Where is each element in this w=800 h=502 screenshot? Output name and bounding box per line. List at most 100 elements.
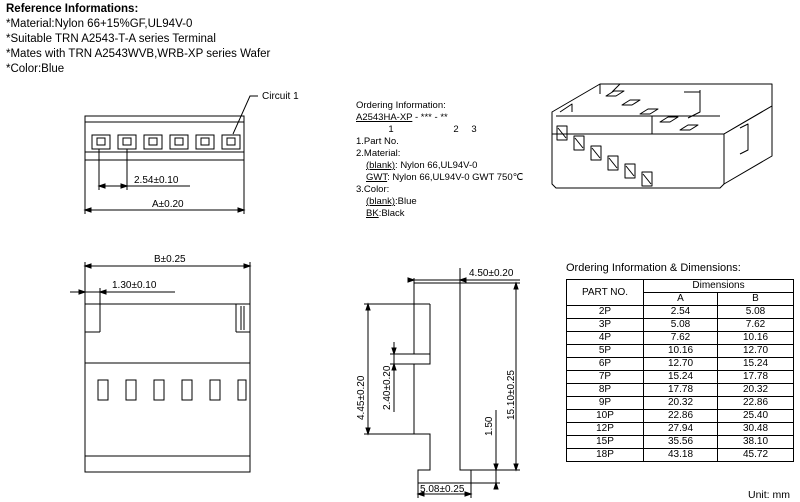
code-number: 2	[453, 124, 459, 135]
cell-dim-a: 17.78	[643, 383, 718, 397]
ordering-code-numbers: 1 2 3	[356, 124, 523, 136]
cell-part-no: 3P	[566, 318, 644, 332]
ordering-code: A2543HA-XP - *** - **	[356, 112, 523, 124]
cell-dim-b: 15.24	[717, 357, 794, 371]
reference-line: *Color:Blue	[6, 63, 65, 75]
isometric-view	[551, 83, 773, 189]
material-blank-key: (blank)	[366, 160, 396, 171]
cell-dim-a: 35.56	[643, 435, 718, 449]
cell-part-no: 15P	[566, 435, 644, 449]
top-view-cavities	[91, 134, 241, 150]
color-blank-value: :Blue	[395, 196, 417, 207]
col-header-a: A	[643, 292, 718, 306]
color-bk-value: :Black	[378, 208, 405, 219]
cell-dim-a: 12.70	[643, 357, 718, 371]
cell-part-no: 10P	[566, 409, 644, 423]
cell-dim-a: 10.16	[643, 344, 718, 358]
iso-front-windows	[556, 125, 653, 187]
cell-dim-b: 10.16	[717, 331, 794, 345]
color-bk-key: BK	[366, 208, 379, 219]
col-header-part: PART NO.	[566, 279, 644, 306]
color-option: BK:Black	[356, 208, 523, 220]
cell-dim-b: 12.70	[717, 344, 794, 358]
front-view	[70, 262, 252, 473]
ordering-title: Ordering Information:	[356, 100, 446, 111]
cell-dim-b: 45.72	[717, 448, 794, 462]
cell-dim-a: 15.24	[643, 370, 718, 384]
cell-dim-a: 22.86	[643, 409, 718, 423]
width-dim-label: 4.50±0.20	[469, 268, 514, 279]
total-height-dim-label: 15.10±0.25	[506, 370, 517, 420]
iso-top-slots	[605, 90, 699, 131]
reference-title: Reference Informations:	[6, 3, 139, 15]
reference-info: Reference Informations: *Material:Nylon …	[6, 2, 270, 77]
b-dim-label: B±0.25	[154, 254, 186, 265]
material-option: (blank): Nylon 66,UL94V-0	[356, 160, 523, 172]
cell-part-no: 6P	[566, 357, 644, 371]
side-view	[364, 268, 520, 498]
cell-dim-b: 17.78	[717, 370, 794, 384]
cell-dim-a: 7.62	[643, 331, 718, 345]
small-height-dim-label: 1.50	[484, 416, 495, 436]
a-dim-label: A±0.20	[152, 199, 184, 210]
part-no-line: 1.Part No.	[356, 136, 399, 147]
material-blank-value: : Nylon 66,UL94V-0	[395, 160, 478, 171]
cell-part-no: 12P	[566, 422, 644, 436]
cell-part-no: 7P	[566, 370, 644, 384]
table-title: Ordering Information & Dimensions:	[566, 262, 741, 274]
cell-part-no: 8P	[566, 383, 644, 397]
cell-dim-b: 30.48	[717, 422, 794, 436]
reference-line: *Suitable TRN A2543-T-A series Terminal	[6, 33, 216, 45]
material-gwt-value: : Nylon 66,UL94V-0 GWT 750℃	[387, 172, 524, 183]
top-view	[83, 95, 258, 214]
pitch-dim-label: 2.54±0.10	[134, 175, 179, 186]
reference-line: *Material:Nylon 66+15%GF,UL94V-0	[6, 18, 193, 30]
height-outer-dim-label: 4.45±0.20	[356, 375, 367, 420]
height-inner-dim-label: 2.40±0.20	[382, 365, 393, 410]
cell-part-no: 5P	[566, 344, 644, 358]
cell-dim-a: 27.94	[643, 422, 718, 436]
cell-dim-b: 20.32	[717, 383, 794, 397]
color-line: 3.Color:	[356, 184, 390, 195]
cell-dim-a: 5.08	[643, 318, 718, 332]
code-number: 1	[388, 124, 394, 135]
cell-part-no: 4P	[566, 331, 644, 345]
cell-dim-a: 20.32	[643, 396, 718, 410]
base-width-dim-label: 5.08±0.25	[420, 484, 465, 495]
cell-part-no: 9P	[566, 396, 644, 410]
cell-dim-a: 2.54	[643, 305, 718, 319]
cell-dim-b: 25.40	[717, 409, 794, 423]
cell-dim-b: 5.08	[717, 305, 794, 319]
cell-dim-a: 43.18	[643, 448, 718, 462]
material-gwt-key: GWT	[366, 172, 388, 183]
ordering-code-suffix: - *** - **	[412, 112, 448, 123]
cell-part-no: 18P	[566, 448, 644, 462]
col-header-b: B	[717, 292, 794, 306]
reference-line: *Mates with TRN A2543WVB,WRB-XP series W…	[6, 48, 271, 60]
circuit-label: Circuit 1	[262, 91, 299, 102]
col-header-dimensions: Dimensions	[643, 279, 794, 293]
color-option: (blank):Blue	[356, 196, 523, 208]
color-blank-key: (blank)	[366, 196, 396, 207]
code-number: 3	[471, 124, 477, 135]
cell-dim-b: 7.62	[717, 318, 794, 332]
cell-dim-b: 22.86	[717, 396, 794, 410]
material-option: GWT: Nylon 66,UL94V-0 GWT 750℃	[356, 172, 523, 184]
material-line: 2.Material:	[356, 148, 401, 159]
cell-part-no: 2P	[566, 305, 644, 319]
cell-dim-b: 38.10	[717, 435, 794, 449]
